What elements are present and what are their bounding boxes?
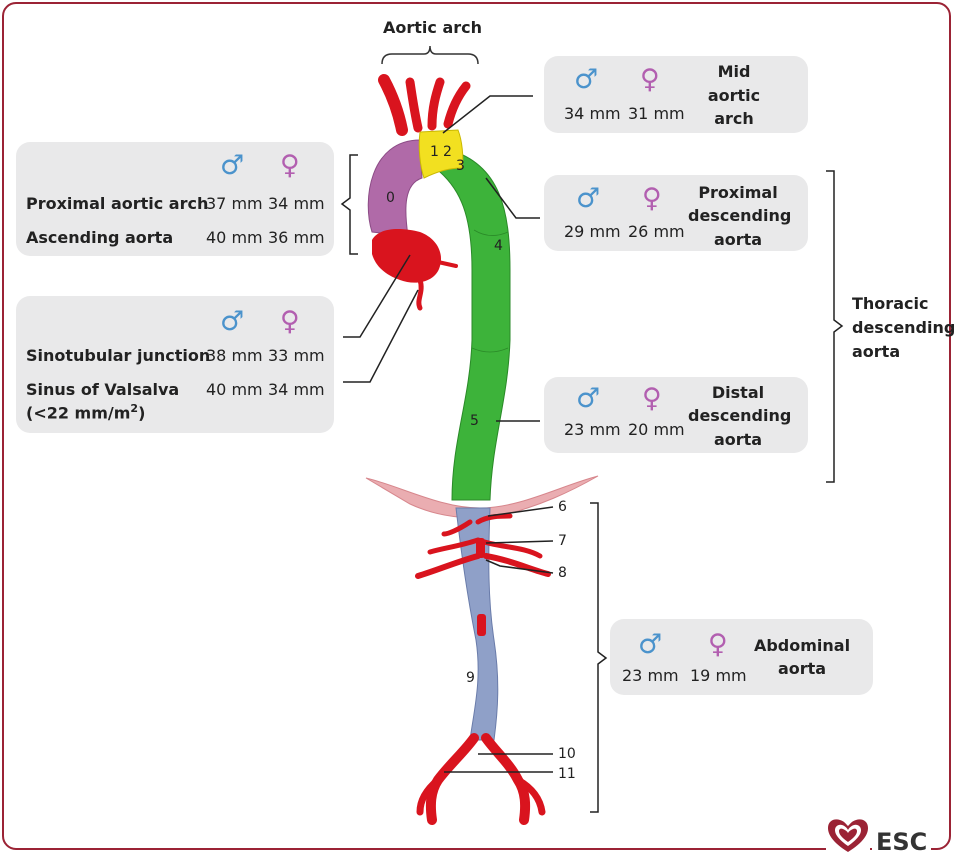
index-note: (<22 mm/m2)	[26, 402, 146, 423]
label-line-3: arch	[714, 109, 754, 128]
thoracic-label-3: aorta	[852, 342, 901, 361]
label-line-1: Abdominal	[753, 636, 851, 655]
aortic-arch-brace	[381, 45, 479, 65]
label-line-1: Distal	[711, 383, 765, 402]
label-line-3: aorta	[713, 430, 763, 449]
female-value: 20 mm	[628, 420, 685, 439]
male-value: 34 mm	[564, 104, 621, 123]
aortic-arch-title: Aortic arch	[383, 18, 483, 37]
female-icon: ♀	[642, 383, 662, 414]
male-icon: ♂	[638, 629, 663, 660]
svg-text:3: 3	[456, 158, 465, 174]
thoracic-descending-segment	[439, 149, 511, 501]
label-line-1: Mid	[717, 62, 751, 81]
row-label: Proximal aortic arch	[26, 194, 209, 213]
iliac-arteries	[425, 733, 531, 825]
label-line-2: descending	[688, 206, 792, 225]
row-label: Sinotubular junction	[26, 346, 211, 365]
female-value: 31 mm	[628, 104, 685, 123]
female-icon: ♀	[280, 306, 300, 337]
female-icon: ♀	[642, 183, 662, 214]
male-value: 40 mm	[206, 228, 263, 247]
male-icon: ♂	[574, 64, 599, 95]
distal-descending-panel: ♂ ♀ 23 mm 20 mm Distal descending aorta	[544, 377, 808, 453]
male-value: 29 mm	[564, 222, 621, 241]
label-line-2: aortic	[707, 86, 761, 105]
svg-text:10: 10	[558, 746, 576, 762]
svg-text:9: 9	[466, 670, 475, 686]
subclavian-artery	[443, 81, 471, 129]
label-line-2: aorta	[777, 659, 827, 678]
svg-text:8: 8	[558, 565, 567, 581]
male-icon: ♂	[576, 183, 601, 214]
female-value: 36 mm	[268, 228, 325, 247]
left-carotid-artery	[427, 77, 445, 131]
female-value: 34 mm	[268, 194, 325, 213]
mid-arch-segment	[418, 129, 464, 179]
esc-logo-text: ESC	[872, 828, 932, 856]
svg-text:4: 4	[494, 238, 503, 254]
svg-text:7: 7	[558, 533, 567, 549]
male-icon: ♂	[220, 306, 245, 337]
aortic-root	[372, 229, 442, 283]
svg-text:1: 1	[430, 144, 439, 160]
female-value: 26 mm	[628, 222, 685, 241]
male-value: 40 mm	[206, 380, 263, 399]
label-line-2: descending	[688, 406, 792, 425]
female-value: 34 mm	[268, 380, 325, 399]
female-icon: ♀	[640, 64, 660, 95]
female-value: 33 mm	[268, 346, 325, 365]
svg-text:6: 6	[558, 499, 567, 515]
proximal-descending-panel: ♂ ♀ 29 mm 26 mm Proximal descending aort…	[544, 175, 808, 251]
abdominal-aorta-segment	[455, 507, 499, 741]
male-value: 23 mm	[622, 666, 679, 685]
female-icon: ♀	[708, 629, 728, 660]
female-icon: ♀	[280, 150, 300, 181]
female-value: 19 mm	[690, 666, 747, 685]
svg-text:2: 2	[443, 144, 452, 160]
thoracic-label-2: descending	[852, 318, 956, 337]
male-icon: ♂	[220, 150, 245, 181]
male-icon: ♂	[576, 383, 601, 414]
brachiocephalic-artery	[378, 74, 408, 136]
proximal-panel: ♂ ♀ Proximal aortic arch 37 mm 34 mm Asc…	[16, 142, 334, 256]
label-line-1: Proximal	[698, 183, 778, 202]
row-label: Sinus of Valsalva	[26, 380, 180, 399]
svg-text:0: 0	[386, 190, 395, 206]
male-value: 37 mm	[206, 194, 263, 213]
male-value: 23 mm	[564, 420, 621, 439]
ascending-aorta-segment	[367, 139, 423, 237]
male-value: 38 mm	[206, 346, 263, 365]
svg-text:11: 11	[558, 766, 576, 782]
sinus-panel: ♂ ♀ Sinotubular junction 38 mm 33 mm Sin…	[16, 296, 334, 433]
mid-arch-panel: ♂ ♀ 34 mm 31 mm Mid aortic arch	[544, 56, 808, 133]
thoracic-label-1: Thoracic	[852, 294, 929, 313]
label-line-3: aorta	[713, 230, 763, 249]
abdominal-panel: ♂ ♀ 23 mm 19 mm Abdominal aorta	[610, 619, 873, 695]
carotid-artery	[405, 77, 423, 133]
svg-text:5: 5	[470, 413, 479, 429]
row-label: Ascending aorta	[26, 228, 174, 247]
